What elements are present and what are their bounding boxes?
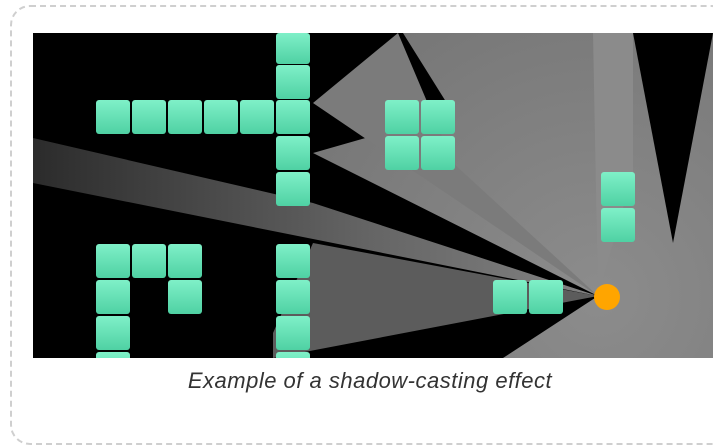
tile [276, 352, 310, 358]
tile [204, 100, 238, 134]
tile [132, 100, 166, 134]
tile [96, 244, 130, 278]
tile [276, 172, 310, 206]
tile-grid [96, 33, 635, 358]
light-source-icon[interactable] [594, 284, 620, 310]
tile [276, 244, 310, 278]
tile [529, 280, 563, 314]
tile [240, 100, 274, 134]
tile [96, 352, 130, 358]
figure-caption: Example of a shadow-casting effect [187, 368, 553, 393]
tile [276, 33, 310, 64]
tile [168, 244, 202, 278]
tile [385, 100, 419, 134]
tile [601, 208, 635, 242]
tile [168, 100, 202, 134]
tile [96, 100, 130, 134]
tile [276, 65, 310, 99]
tile [276, 280, 310, 314]
tile [276, 100, 310, 134]
tile [493, 280, 527, 314]
tile [601, 172, 635, 206]
tile [385, 136, 419, 170]
tile [96, 280, 130, 314]
scene-svg [33, 33, 713, 358]
tile [276, 316, 310, 350]
tile [168, 280, 202, 314]
tile [132, 244, 166, 278]
shadow-demo-canvas [33, 33, 713, 358]
tile [421, 100, 455, 134]
tile [96, 316, 130, 350]
tile [421, 136, 455, 170]
tile [276, 136, 310, 170]
